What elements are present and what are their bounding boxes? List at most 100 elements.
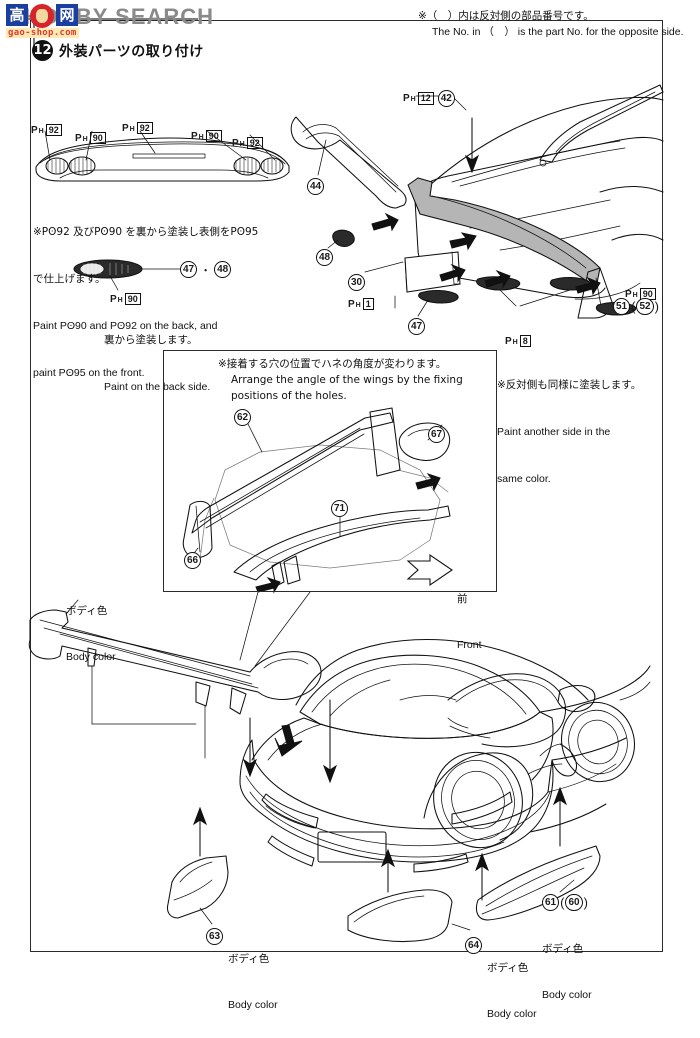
part-separator: ・ [200,264,212,277]
paint-opposite-note-en-2: same color. [497,473,551,485]
ph-number: 90 [124,293,141,306]
part-numbers-47-48: 47 ・ 48 [180,261,232,278]
opposite-side-note-en: The No. in （ ） is the part No. for the o… [432,26,684,39]
step-heading: 12 外装パーツの取り付け [32,40,204,61]
paint-opposite-note: ※反対側も同様に塗装します。 Paint another side in the… [497,346,641,504]
ph-number: 90 [205,130,222,143]
label-61-body-color: ボディ色 Body color [542,912,592,1019]
ph-number: 90 [89,132,106,145]
part-number-44: 44 [307,178,325,195]
paren-open: ( [631,299,636,314]
label-wing-body-color-en: Body color [66,651,116,664]
paint-opposite-note-en-1: Paint another side in the [497,425,611,438]
part-number-63: 63 [206,928,224,945]
paint-back-note: 裏から塗装します。 Paint on the back side. [104,301,210,411]
part-number-62: 62 [234,409,252,426]
paint-note-wing-jp-2: で仕上げます。 [33,272,106,285]
callout-66: 66 [184,552,202,569]
part-number-67: 67 [428,426,446,443]
label-63-body-color: ボディ色 Body color [228,922,278,1029]
wing-angle-box [163,350,497,592]
opposite-side-note-jp: ※（ ）内は反対側の部品番号です。 [418,10,594,22]
label-wing-body-color-jp: ボディ色 [66,605,108,618]
watermark-url: gao-shop.com [6,28,79,38]
paint-back-note-jp: 裏から塗装します。 [104,333,198,346]
paren-close: ) [654,299,659,314]
ph-number: 92 [136,122,153,135]
wing-angle-note-en-1: Arrange the angle of the wings by the fi… [231,373,463,386]
opposite-side-note: ※（ ）内は反対側の部品番号です。 The No. in （ ） is the … [418,8,684,41]
part-number-48: 48 [214,261,232,278]
car-assembly-drawing [28,591,651,943]
ph-number: 8 [519,335,531,348]
paren-close-61: ) [583,895,588,910]
label-63-body-color-jp: ボディ色 [228,953,270,966]
label-64-body-color: ボディ色 Body color [487,931,537,1038]
direction-label: 前 Front [457,562,482,669]
part-number-51: 51 [613,298,631,315]
ph-number: 12 [417,92,434,105]
callout-71: 71 [331,500,349,517]
paint-back-note-en: Paint on the back side. [104,380,211,393]
label-wing-body-color: ボディ色 Body color [66,574,116,681]
direction-label-jp: 前 [457,593,468,606]
callout-67: 67 [428,426,446,443]
callout-64: 64 [465,937,483,954]
part-number-47: 47 [180,261,198,278]
ph-number: 92 [45,124,62,137]
label-63-body-color-en: Body color [228,999,278,1012]
step-number-badge: 12 [32,40,53,61]
part-number-48-assembly: 48 [316,249,334,266]
page-border [30,20,663,952]
part-number-71: 71 [331,500,349,517]
part-number-66: 66 [184,552,202,569]
label-61-body-color-en: Body color [542,989,592,1002]
paint-opposite-note-jp: ※反対側も同様に塗装します。 [497,378,642,391]
part-number-52: 52 [636,298,654,315]
part-number-64: 64 [465,937,483,954]
callout-44: 44 [307,178,325,195]
wing-angle-drawing [182,407,453,594]
watermark-logo: 高 网 [6,4,78,28]
artwork-layer [28,84,664,943]
rear-deck-assembly-drawing [290,84,664,319]
part-number-61: 61 [542,894,560,911]
watermark-char-2: 网 [56,4,78,26]
watermark-seal-icon [30,4,54,28]
callout-62: 62 [234,409,252,426]
part-number-47-assembly: 47 [408,318,426,335]
paint-note-wing: ※Pʘ92 及びPʘ90 を裏から塗装し表側をPʘ95 で仕上げます。 Pain… [33,193,295,398]
paren-open-61: ( [560,895,565,910]
watermark-brand: HOBBY SEARCH [24,4,215,29]
watermark-char-1: 高 [6,4,28,26]
watermark: HOBBY SEARCH 高 网 gao-shop.com [2,2,213,54]
callout-30: 30 [348,274,366,291]
label-64-body-color-en: Body color [487,1008,537,1021]
wing-angle-note: ※接着する穴の位置でハネの角度が変わります。 Arrange the angle… [218,357,463,404]
callout-61-60: 61 ( 60 ) [542,894,588,911]
wing-angle-note-en-2: positions of the holes. [231,389,347,402]
label-61-body-color-jp: ボディ色 [542,943,584,956]
watermark-rule [18,18,198,20]
callout-63: 63 [206,928,224,945]
callout-47: 47 [408,318,426,335]
part-number-30: 30 [348,274,366,291]
callout-51-52: 51 ( 52 ) [613,298,659,315]
label-64-body-color-jp: ボディ色 [487,962,529,975]
wing-blade-drawing [35,130,290,182]
ph-number: 92 [246,137,263,150]
paint-note-wing-en-1: Paint Pʘ90 and Pʘ92 on the back, and [33,320,218,332]
paint-note-wing-en-2: paint Pʘ95 on the front. [33,367,145,380]
part-number-60: 60 [565,894,583,911]
paint-note-wing-jp-1: ※Pʘ92 及びPʘ90 を裏から塗装し表側をPʘ95 [33,225,259,238]
wing-angle-note-jp: ※接着する穴の位置でハネの角度が変わります。 [218,358,447,370]
callout-48: 48 [316,249,334,266]
ph-number: 1 [362,298,374,311]
